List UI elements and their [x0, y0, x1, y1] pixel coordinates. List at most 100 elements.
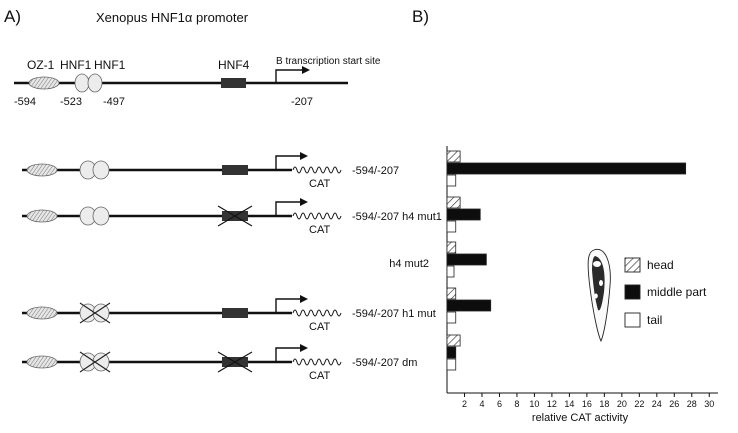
tss-arrow [275, 69, 302, 83]
x-tick-label: 24 [652, 399, 662, 409]
construct-3: h4 mut2 [389, 258, 429, 270]
oz1-element [28, 76, 60, 90]
x-tick-label: 30 [704, 399, 714, 409]
tadpole-illustration [587, 248, 611, 343]
hnf4-mutation-cross [217, 205, 253, 227]
oz1-element [26, 306, 58, 320]
pos-207: -207 [291, 96, 313, 108]
panel-a-label: A) [4, 7, 21, 26]
x-tick-label: 10 [529, 399, 539, 409]
bar-tail-4 [446, 311, 457, 324]
oz1-element [26, 163, 58, 177]
x-tick-label: 2 [462, 399, 467, 409]
bar-middle-part-3 [446, 253, 487, 266]
tss-arrowhead [300, 344, 308, 352]
x-tick-label: 12 [547, 399, 557, 409]
construct-label: -594/-207 h4 mut1 [352, 211, 442, 223]
hnf1-site [92, 160, 110, 180]
legend-label-head: head [647, 258, 674, 272]
legend-swatch-middle [624, 284, 641, 300]
x-tick-label: 14 [564, 399, 574, 409]
cat-label: CAT [309, 224, 330, 236]
oz1-element [26, 355, 58, 369]
panel-a-title: Xenopus HNF1α promoter [96, 10, 249, 25]
construct-label: h4 mut2 [389, 258, 429, 270]
x-tick-label: 28 [687, 399, 697, 409]
hnf4-site [222, 165, 248, 175]
bar-head-5 [446, 334, 461, 347]
hnf4-mutation-cross [217, 351, 253, 373]
x-tick-label: 8 [514, 399, 519, 409]
tss-arrow [275, 298, 300, 313]
bar-head-1 [446, 150, 461, 163]
hnf1-site [92, 206, 110, 226]
construct-5: -594/-207 dm CAT [22, 344, 417, 382]
cat-reporter-wave [292, 212, 342, 220]
cat-reporter-wave [292, 358, 342, 366]
tss-arrow [275, 155, 300, 170]
bar-middle-part-2 [446, 208, 481, 221]
construct-label: -594/-207 dm [352, 357, 417, 369]
bar-head-2 [446, 196, 461, 209]
hnf1-label-b: HNF1 [94, 58, 126, 72]
legend-label-middle: middle part [647, 285, 707, 299]
tss-label: B transcription start site [276, 56, 381, 67]
tss-arrowhead [302, 66, 310, 74]
tss-arrow [275, 201, 300, 216]
x-tick-label: 6 [497, 399, 502, 409]
legend-swatch-head [624, 257, 641, 273]
bar-middle-part-5 [446, 346, 457, 359]
cat-label: CAT [309, 370, 330, 382]
tss-arrowhead [300, 152, 308, 160]
x-tick-label: 20 [617, 399, 627, 409]
bar-middle-part-1 [446, 162, 687, 175]
hnf4-site [221, 78, 246, 88]
panel-b-label: B) [412, 7, 429, 26]
legend-label-tail: tail [647, 313, 662, 327]
tss-arrowhead [300, 295, 308, 303]
tss-arrow [275, 347, 300, 362]
hnf4-label: HNF4 [218, 58, 250, 72]
bar-head-4 [446, 287, 457, 300]
pos-523: -523 [60, 96, 82, 108]
pos-594: -594 [14, 96, 36, 108]
oz1-label: OZ-1 [27, 58, 55, 72]
bar-middle-part-4 [446, 299, 492, 312]
hnf1-site [92, 303, 110, 323]
hnf1-label-a: HNF1 [60, 58, 92, 72]
x-tick-label: 4 [479, 399, 484, 409]
hnf1-site-2 [87, 73, 103, 93]
legend-swatch-tail [624, 312, 641, 328]
x-tick-label: 18 [599, 399, 609, 409]
chart-legend: head middle part tail [624, 257, 707, 328]
cat-label: CAT [309, 321, 330, 333]
x-axis-label: relative CAT activity [532, 412, 629, 424]
hnf4-site [222, 308, 248, 318]
bar-tail-1 [446, 174, 457, 187]
hnf1-mutation-cross [79, 302, 111, 324]
bar-tail-3 [446, 265, 455, 278]
oz1-element [26, 209, 58, 223]
construct-label: -594/-207 h1 mut [352, 308, 436, 320]
hnf1-site-1 [74, 73, 90, 93]
cat-reporter-wave [292, 309, 342, 317]
hnf1-site [92, 352, 110, 372]
bar-tail-5 [446, 358, 457, 371]
promoter-map: OZ-1 HNF1 HNF1 HNF4 B transcription star… [14, 56, 381, 108]
tss-arrowhead [300, 198, 308, 206]
cat-reporter-wave [292, 166, 342, 174]
construct-label: -594/-207 [352, 165, 399, 177]
bar-tail-2 [446, 220, 457, 233]
x-tick-label: 26 [669, 399, 679, 409]
pos-497: -497 [103, 96, 125, 108]
x-tick-label: 22 [634, 399, 644, 409]
cat-label: CAT [309, 178, 330, 190]
x-tick-label: 16 [582, 399, 592, 409]
hnf1-mutation-cross [79, 351, 111, 373]
